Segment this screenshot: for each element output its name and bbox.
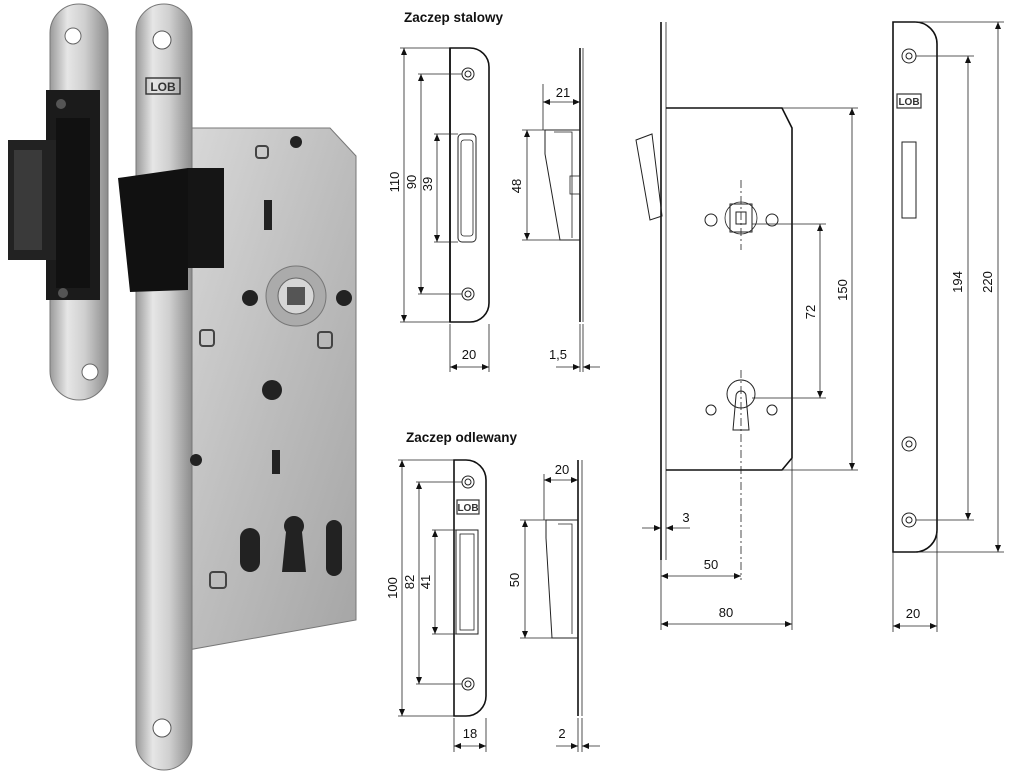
lock-body-backset-label: 50 xyxy=(704,557,718,572)
lock-body-width-label: 80 xyxy=(719,605,733,620)
cast-strike-hole-spacing-label: 82 xyxy=(402,575,417,589)
steel-strike-side-view xyxy=(522,48,600,372)
cast-strike-opening-label: 41 xyxy=(418,575,433,589)
faceplate-drawing: LOB xyxy=(892,21,1004,632)
cast-strike-logo-text: LOB xyxy=(457,503,478,514)
steel-strike-width-label: 20 xyxy=(462,347,476,362)
cast-strike-title: Zaczep odlewany xyxy=(406,430,518,445)
faceplate-logo-text: LOB xyxy=(898,97,919,108)
faceplate-length-label: 220 xyxy=(980,271,995,293)
lock-body-drawing xyxy=(635,22,858,630)
steel-strike-box-height-label: 48 xyxy=(509,179,524,193)
cast-strike-depth-label: 20 xyxy=(555,462,569,477)
faceplate-hole-spacing-label: 194 xyxy=(950,271,965,293)
lock-body-photo: LOB xyxy=(118,3,357,771)
cast-strike-box-height-label: 50 xyxy=(507,573,522,587)
lock-body-height-label: 150 xyxy=(835,279,850,301)
steel-strike-title: Zaczep stalowy xyxy=(404,10,504,25)
steel-strike-opening-label: 39 xyxy=(420,177,435,191)
cast-strike-thickness-label: 2 xyxy=(558,726,565,741)
lock-photo-logo-text: LOB xyxy=(150,80,176,94)
cast-strike-height-total-label: 100 xyxy=(385,577,400,599)
steel-strike-thickness-label: 1,5 xyxy=(549,347,567,362)
faceplate-width-label: 20 xyxy=(906,606,920,621)
steel-strike-height-total-label: 110 xyxy=(387,172,402,193)
lock-body-spindle-to-key-label: 72 xyxy=(803,305,818,319)
steel-strike-front-view xyxy=(400,47,490,372)
cast-strike-front-view: LOB xyxy=(398,459,487,752)
cast-strike-width-label: 18 xyxy=(463,726,477,741)
steel-strike-hole-spacing-label: 90 xyxy=(404,175,419,189)
steel-strike-depth-label: 21 xyxy=(556,85,570,100)
cast-strike-side-view xyxy=(520,460,600,752)
strike-plate-photo xyxy=(8,3,109,401)
lock-body-faceplate-thickness-label: 3 xyxy=(682,510,689,525)
